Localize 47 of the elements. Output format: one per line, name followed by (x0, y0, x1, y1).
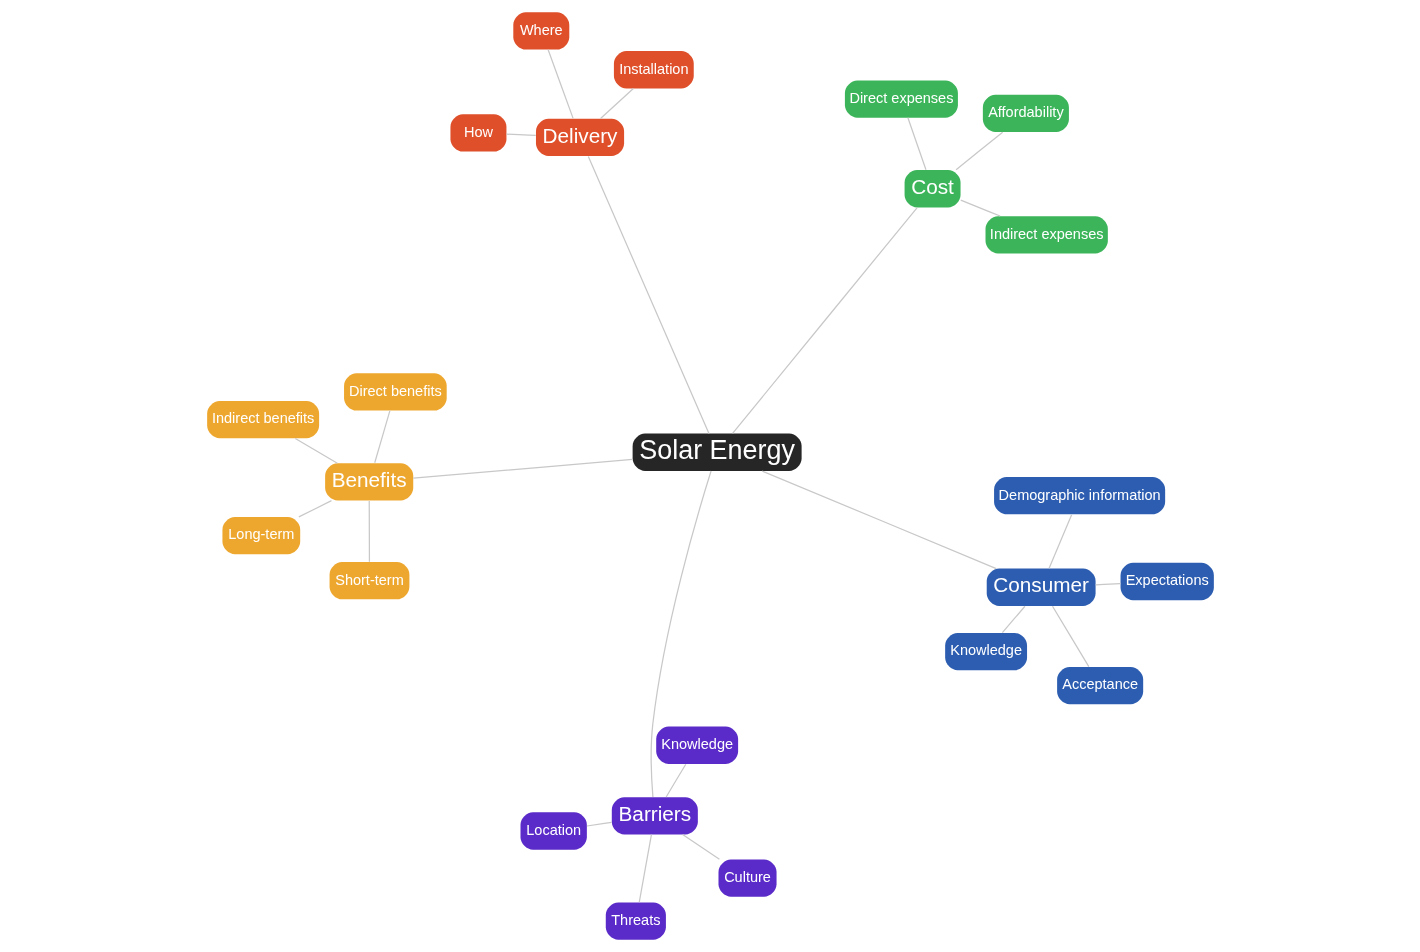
node-box: Consumer (986, 568, 1096, 606)
node-box: Acceptance (1056, 666, 1143, 705)
connector (585, 821, 612, 827)
node-box: Solar Energy (632, 433, 802, 471)
node-box: Knowledge (655, 726, 738, 764)
connector (1001, 605, 1026, 634)
node-box: How (449, 114, 506, 152)
node-box: Indirect benefits (206, 401, 319, 439)
node-box: Barriers (611, 797, 698, 835)
connector (587, 155, 710, 435)
node-box: Affordability (982, 94, 1069, 133)
connector (547, 49, 574, 119)
node-box: Long-term (221, 516, 300, 555)
connector (294, 437, 338, 464)
connector (1094, 583, 1121, 586)
connector (599, 87, 634, 120)
node-box: Cost (904, 170, 961, 208)
connector (761, 470, 997, 570)
node-box: Where (512, 12, 569, 50)
connector (959, 199, 1001, 217)
node-box: Short-term (329, 562, 409, 600)
connector (412, 458, 633, 479)
connector (373, 410, 391, 464)
connector (638, 834, 652, 903)
node-box: Delivery (535, 118, 624, 157)
node-box: Direct benefits (343, 373, 447, 411)
connector (297, 500, 332, 518)
connector (665, 763, 686, 798)
node-box: Threats (605, 902, 666, 940)
node-box: Benefits (324, 463, 413, 501)
node-box: Culture (718, 859, 777, 897)
connector (1051, 605, 1089, 668)
connector (731, 206, 918, 434)
node-box: Demographic information (993, 477, 1165, 515)
connector (368, 500, 370, 563)
connector (650, 470, 712, 798)
node-box: Direct expenses (844, 80, 958, 118)
node-box: Location (520, 812, 587, 850)
connector (1048, 514, 1072, 569)
connector (681, 833, 720, 860)
connector (505, 133, 536, 137)
node-box: Expectations (1120, 562, 1214, 601)
connector (906, 117, 927, 171)
node-box: Installation (613, 51, 694, 89)
connector (955, 131, 1003, 171)
node-box: Knowledge (944, 633, 1027, 671)
node-box: Indirect expenses (985, 216, 1108, 254)
